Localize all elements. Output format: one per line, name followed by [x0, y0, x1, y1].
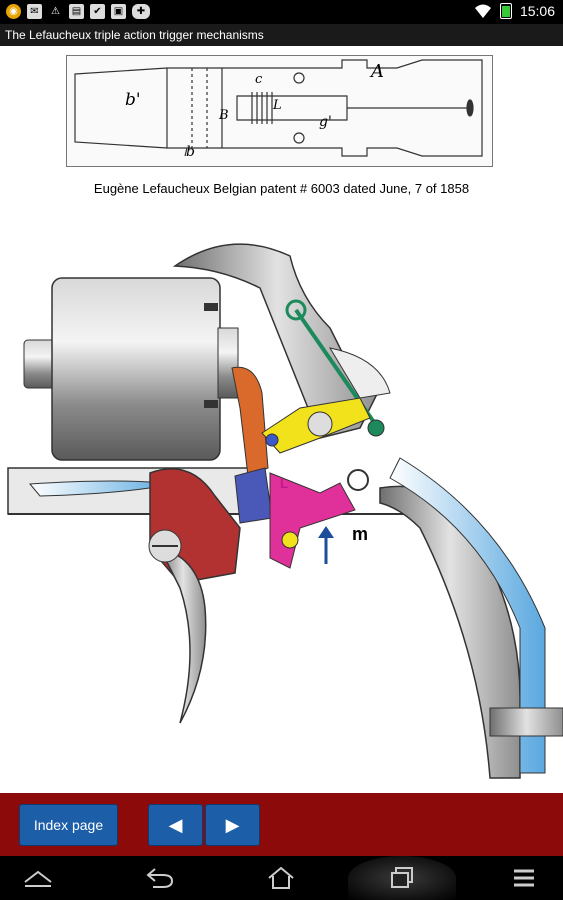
app-title-bar: The Lefaucheux triple action trigger mec… [0, 24, 563, 46]
wifi-icon [474, 4, 491, 18]
patent-label-b-lower: b [186, 144, 195, 160]
app-title: The Lefaucheux triple action trigger mec… [5, 28, 264, 42]
patent-sketch [74, 59, 483, 157]
battery-icon [499, 3, 512, 19]
mail-icon: ✉ [27, 4, 42, 19]
clipboard-icon: ▤ [69, 4, 84, 19]
next-button[interactable]: ▶ [205, 804, 260, 846]
notification-icons: ◉ ✉ ⚠ ▤ ✔ ▣ ✚ [6, 4, 150, 19]
next-arrow-icon: ▶ [225, 814, 240, 835]
patent-label-b-upper: B [219, 108, 229, 123]
back-icon[interactable] [130, 856, 190, 900]
download-done-icon: ✔ [90, 4, 105, 19]
index-page-button[interactable]: Index page [19, 804, 118, 846]
keyboard-hide-icon[interactable] [8, 856, 68, 900]
home-icon[interactable] [251, 856, 311, 900]
app-notification-icon: ◉ [6, 4, 21, 19]
bag-icon: ▣ [111, 4, 126, 19]
previous-arrow-icon: ◀ [168, 814, 183, 835]
menu-icon[interactable] [494, 856, 554, 900]
patent-caption: Eugène Lefaucheux Belgian patent # 6003 … [93, 181, 470, 196]
warning-icon: ⚠ [51, 6, 60, 17]
trigger-mechanism-illustration: L m [0, 228, 563, 790]
patent-drawing: A c L b' B b g' [66, 55, 493, 167]
patent-label-l: L [273, 98, 282, 113]
patent-label-c: c [255, 72, 263, 87]
previous-button[interactable]: ◀ [148, 804, 203, 846]
bottom-control-bar: Index page ◀ ▶ [0, 793, 563, 856]
mechanism-label-m: m [352, 524, 369, 544]
system-nav-bar [0, 856, 563, 900]
status-bar: ◉ ✉ ⚠ ▤ ✔ ▣ ✚ 15:06 [0, 0, 563, 24]
patent-label-b-prime: b' [125, 90, 141, 110]
recent-apps-icon[interactable] [372, 856, 432, 900]
gamepad-icon: ✚ [132, 4, 150, 19]
mechanism-drawing [7, 243, 563, 779]
patent-label-a: A [371, 61, 384, 82]
status-time: 15:06 [519, 3, 555, 19]
mechanism-label-l: L [280, 476, 288, 491]
index-page-label: Index page [33, 817, 104, 833]
patent-label-g-prime: g' [319, 114, 332, 130]
